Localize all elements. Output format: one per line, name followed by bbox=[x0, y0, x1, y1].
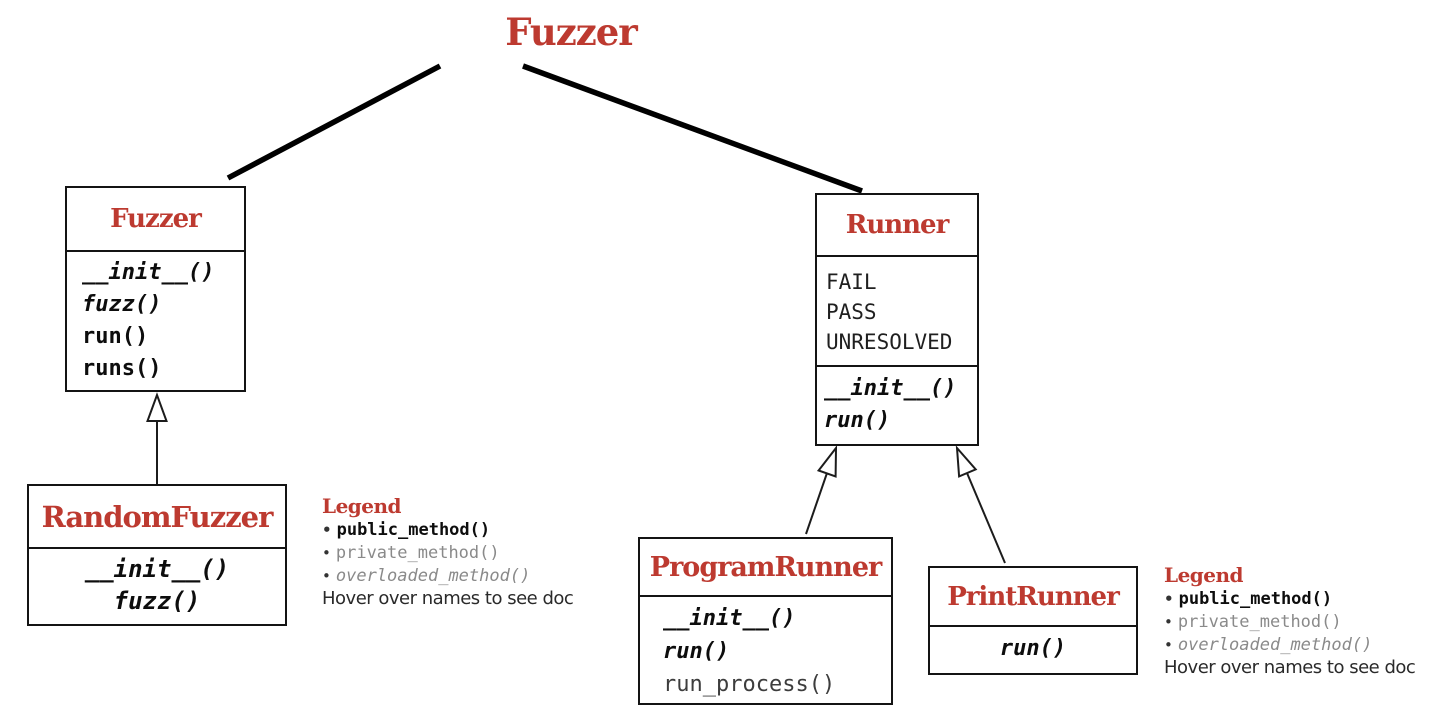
legend-footer: Hover over names to see doc bbox=[322, 588, 574, 609]
legend-item-public: •public_method() bbox=[322, 519, 573, 542]
legend-item-private: •private_method() bbox=[1164, 611, 1415, 634]
class-title-randomfuzzer[interactable]: RandomFuzzer bbox=[29, 486, 285, 549]
legend-item-label: overloaded_method() bbox=[335, 566, 531, 586]
legend-item-label: overloaded_method() bbox=[1177, 635, 1373, 655]
method-run-process[interactable]: run_process() bbox=[663, 672, 836, 697]
method-run[interactable]: run() bbox=[663, 639, 730, 664]
legend-title: Legend bbox=[1164, 563, 1244, 587]
legend-left: Legend •public_method() •private_method(… bbox=[322, 494, 574, 610]
method-run[interactable]: run() bbox=[82, 324, 149, 349]
inheritance-arrowhead-icon bbox=[816, 445, 838, 478]
edge-printrunner-to-runner bbox=[966, 472, 1006, 564]
legend-item-public: •public_method() bbox=[1164, 588, 1415, 611]
method-init[interactable]: __init__() bbox=[663, 606, 796, 631]
legend-title: Legend bbox=[322, 494, 402, 518]
method-init[interactable]: __init__() bbox=[824, 376, 957, 401]
method-fuzz[interactable]: fuzz() bbox=[113, 587, 201, 615]
bullet-icon: • bbox=[322, 567, 331, 585]
class-box-programrunner: ProgramRunner __init__() run() run_proce… bbox=[638, 537, 893, 705]
class-box-randomfuzzer: RandomFuzzer __init__() fuzz() bbox=[27, 484, 287, 626]
legend-item-overloaded: •overloaded_method() bbox=[322, 565, 573, 588]
legend-item-private: •private_method() bbox=[322, 542, 573, 565]
legend-right: Legend •public_method() •private_method(… bbox=[1164, 563, 1416, 679]
method-list: __init__() run() bbox=[817, 367, 977, 437]
class-box-runner: Runner FAIL PASS UNRESOLVED __init__() r… bbox=[815, 193, 979, 446]
method-list: __init__() fuzz() bbox=[29, 549, 285, 617]
class-title-printrunner[interactable]: PrintRunner bbox=[930, 568, 1136, 627]
class-title-programrunner[interactable]: ProgramRunner bbox=[640, 539, 891, 597]
bullet-icon: • bbox=[322, 521, 332, 539]
attr-fail[interactable]: FAIL bbox=[826, 270, 877, 294]
inheritance-arrowhead-icon bbox=[955, 445, 978, 478]
bullet-icon: • bbox=[1164, 613, 1173, 631]
method-fuzz[interactable]: fuzz() bbox=[82, 292, 162, 317]
class-title-fuzzer[interactable]: Fuzzer bbox=[67, 188, 244, 252]
inheritance-arrowhead-icon bbox=[146, 392, 168, 422]
root-class-label[interactable]: Fuzzer bbox=[505, 10, 638, 54]
class-box-fuzzer: Fuzzer __init__() fuzz() run() runs() bbox=[65, 186, 246, 392]
bullet-icon: • bbox=[1164, 636, 1173, 654]
legend-item-label: private_method() bbox=[1177, 612, 1342, 632]
legend-item-label: public_method() bbox=[1178, 589, 1333, 609]
edge-programrunner-to-runner bbox=[805, 472, 828, 535]
method-init[interactable]: __init__() bbox=[84, 555, 230, 583]
attribute-list: FAIL PASS UNRESOLVED bbox=[817, 257, 977, 367]
class-title-runner[interactable]: Runner bbox=[817, 195, 977, 257]
legend-item-label: private_method() bbox=[335, 543, 500, 563]
legend-footer: Hover over names to see doc bbox=[1164, 657, 1416, 678]
method-run[interactable]: run() bbox=[824, 408, 891, 433]
bullet-icon: • bbox=[1164, 590, 1174, 608]
class-box-printrunner: PrintRunner run() bbox=[928, 566, 1138, 675]
method-init[interactable]: __init__() bbox=[82, 260, 215, 285]
method-list: run() bbox=[930, 627, 1136, 671]
method-run[interactable]: run() bbox=[999, 636, 1067, 661]
method-list: __init__() fuzz() run() runs() bbox=[67, 252, 244, 385]
bullet-icon: • bbox=[322, 544, 331, 562]
legend-item-label: public_method() bbox=[336, 520, 491, 540]
edge-root-to-fuzzer bbox=[226, 63, 442, 181]
attr-unresolved[interactable]: UNRESOLVED bbox=[826, 330, 953, 354]
attr-pass[interactable]: PASS bbox=[826, 300, 877, 324]
edge-root-to-runner bbox=[522, 63, 863, 194]
method-list: __init__() run() run_process() bbox=[640, 597, 891, 701]
method-runs[interactable]: runs() bbox=[82, 356, 162, 381]
legend-item-overloaded: •overloaded_method() bbox=[1164, 634, 1415, 657]
